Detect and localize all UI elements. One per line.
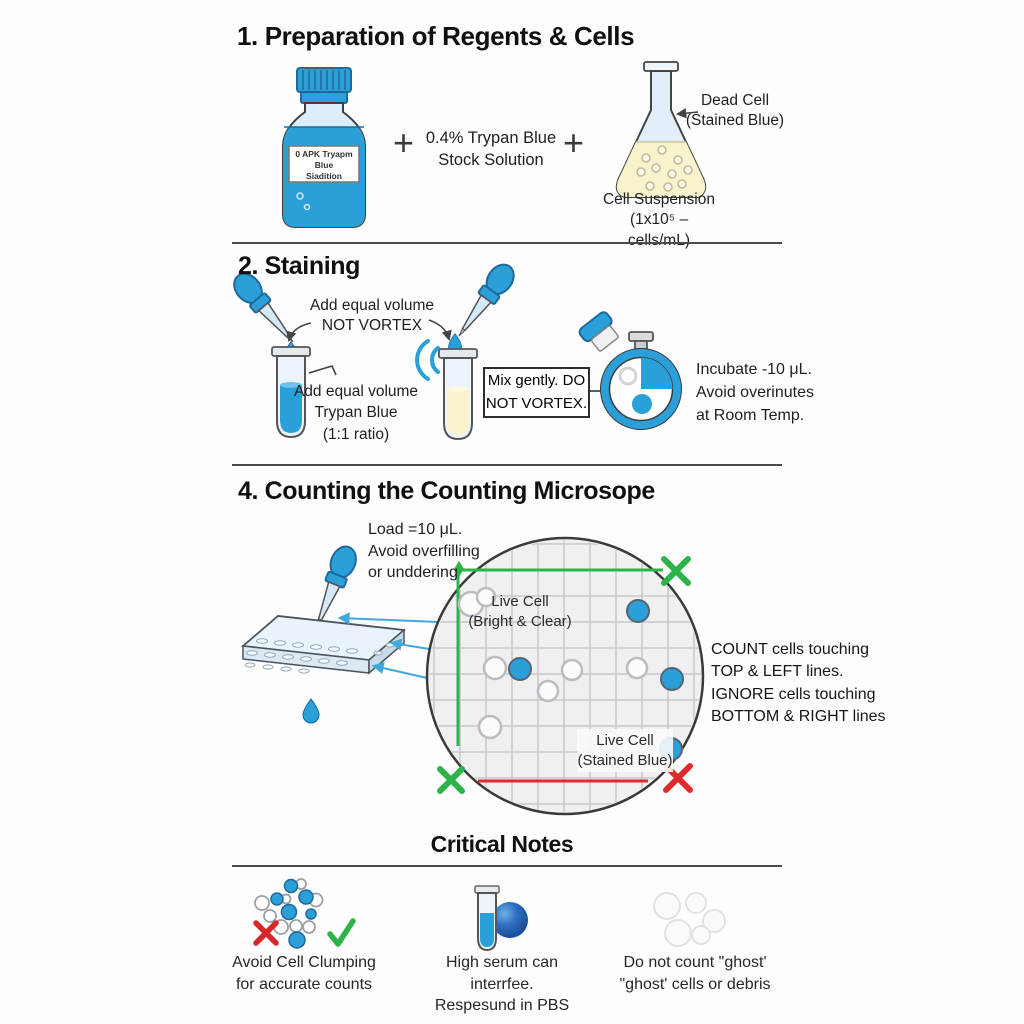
count-rules: COUNT cells touching TOP & LEFT lines. I… (711, 641, 886, 726)
connector-right (428, 319, 452, 341)
flask-caption: Cell Suspension (1x10⁵ – cells/mL) (602, 191, 715, 249)
divider-2 (232, 464, 782, 466)
serum-tube-icon (474, 885, 528, 952)
note2-text: High serum can interrfee. Respesund in P… (434, 954, 570, 1015)
dead-cell-callout: Dead Cell (Stained Blue) (685, 92, 785, 130)
stained-cell-label: Live Cell (Stained Blue) (577, 729, 673, 772)
notes-title: Critical Notes (430, 831, 574, 857)
red-x-icon (253, 920, 279, 946)
cell-clump-icon (253, 878, 356, 949)
corner-marks (437, 556, 693, 794)
stock-solution-label: 0.4% Trypan Blue Stock Solution (425, 129, 557, 170)
plus-sign-right: + (563, 122, 585, 163)
stopwatch-icon (600, 331, 682, 430)
hemocytometer-slide-icon (240, 615, 407, 675)
trypan-blue-bottle-icon (282, 67, 366, 228)
note1-text: Avoid Cell Clumping for accurate counts (232, 954, 376, 993)
green-check-icon (327, 918, 356, 947)
dead-cell-callout-arrow (675, 107, 699, 119)
note3-text: Do not count "ghost' "ghost' cells or de… (619, 954, 771, 993)
divider-1 (232, 242, 782, 244)
sound-waves-icon (415, 339, 440, 381)
tube1-label: Add equal volume Trypan Blue (1:1 ratio) (293, 383, 419, 443)
section2-title: 2. Staining (238, 252, 361, 280)
green-x-bottom-left (437, 766, 465, 794)
drop-icon-4 (302, 698, 320, 724)
flask-icon (615, 61, 707, 198)
divider-3 (232, 865, 782, 867)
green-x-top-right (661, 556, 691, 586)
cap-icon (578, 311, 619, 352)
test-tube-blue-icon (271, 346, 311, 438)
connector-left (286, 322, 312, 342)
section4-title: 4. Counting the Counting Microsope (238, 477, 655, 505)
incubate-text: Incubate -10 μL. Avoid overinutes at Roo… (696, 361, 814, 425)
live-cell-label: Live Cell (Bright & Clear) (468, 593, 572, 630)
section1-title: 1. Preparation of Regents & Cells (237, 21, 635, 51)
dropper-icon-2 (448, 258, 521, 345)
ghost-cells-icon (653, 892, 726, 947)
test-tube-yellow-icon (438, 348, 478, 440)
mix-gently-box: Mix gently. DO NOT VORTEX. (483, 367, 590, 418)
bottle-label: 0 APK Tryapm Blue Siadition (295, 149, 353, 182)
tube1-label-connector (308, 365, 337, 376)
live-cells (457, 586, 649, 753)
plus-sign-left: + (393, 122, 415, 163)
load-text: Load =10 μL. Avoid overfilling or undder… (368, 521, 480, 582)
note-top: Add equal volume NOT VORTEX (309, 297, 435, 334)
